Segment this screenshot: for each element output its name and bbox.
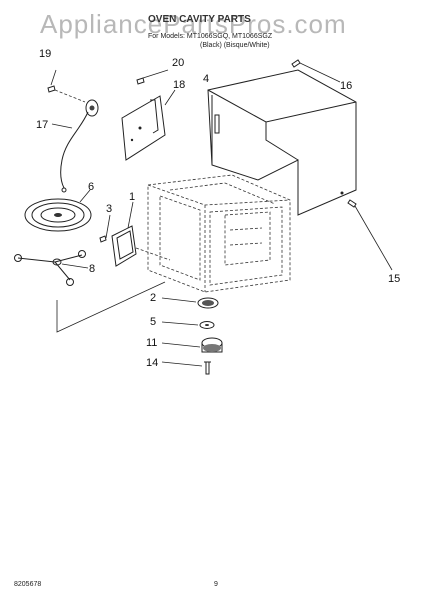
callout-17: 17 — [36, 119, 48, 131]
waveguide-cover-part — [121, 89, 176, 161]
leader-bracket — [56, 281, 166, 333]
callout-6: 6 — [88, 181, 94, 193]
callout-15: 15 — [388, 273, 400, 285]
callout-11: 11 — [146, 337, 157, 349]
roller-support-part — [14, 250, 89, 286]
watermark-text: AppliancePartsPros.com — [40, 9, 347, 39]
turntable-glass-part — [24, 189, 92, 232]
screw-15-part — [347, 199, 393, 271]
lamp-assembly-part — [47, 69, 99, 193]
cover-plate-part — [111, 201, 171, 267]
screw-14-part — [161, 361, 211, 375]
washer-part — [161, 321, 215, 329]
model-line: For Models: MT1066SGQ, MT1066SGZ — [148, 33, 273, 40]
screw-3-part — [99, 214, 111, 243]
callout-16: 16 — [340, 80, 352, 92]
callout-8: 8 — [89, 263, 95, 275]
coupler-part — [161, 297, 219, 309]
outer-wrapper-part — [207, 69, 357, 216]
callout-14: 14 — [146, 357, 158, 369]
page-number: 9 — [214, 581, 218, 588]
oven-cavity-part — [147, 174, 291, 293]
doc-number: 8205678 — [14, 581, 41, 588]
callout-3: 3 — [106, 203, 112, 215]
callout-5: 5 — [150, 316, 156, 328]
screw-16-part — [291, 59, 341, 83]
callout-2: 2 — [150, 292, 156, 304]
color-line: (Black) (Bisque/White) — [200, 42, 270, 49]
callout-4: 4 — [203, 73, 209, 85]
screw-20-part — [136, 69, 169, 85]
page-title: OVEN CAVITY PARTS — [148, 14, 251, 25]
callout-19: 19 — [39, 48, 51, 60]
callout-18: 18 — [173, 79, 185, 91]
callout-20: 20 — [172, 57, 184, 69]
turntable-motor-part — [161, 337, 223, 353]
callout-1: 1 — [129, 191, 135, 203]
